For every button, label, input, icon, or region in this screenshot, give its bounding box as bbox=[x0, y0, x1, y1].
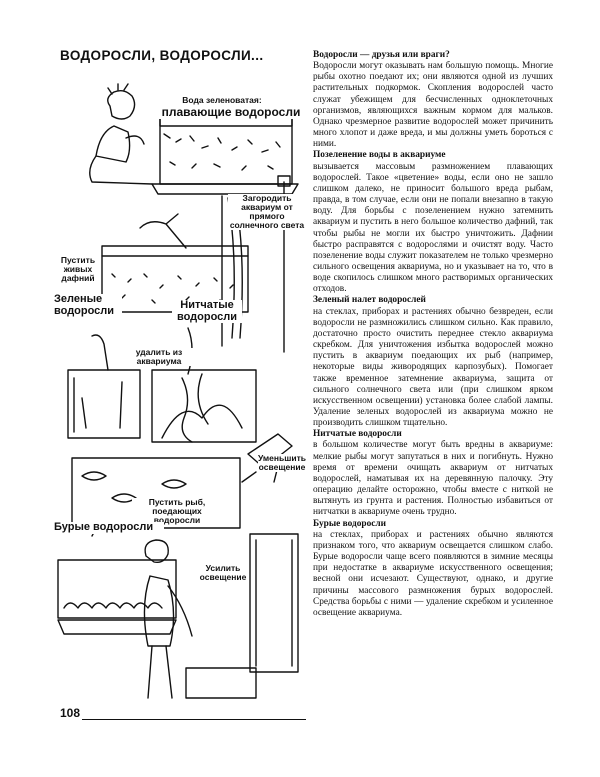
page-number: 108 bbox=[60, 706, 81, 720]
illustration-drawing bbox=[57, 83, 299, 699]
aquarium-algae-illustration: Вода зеленоватая: плавающие водоросли За… bbox=[52, 78, 307, 703]
daphnia-tank bbox=[101, 213, 249, 313]
caption-brown-algae: Бурые водоросли bbox=[54, 521, 164, 534]
article-column: Водоросли — друзья или враги? Водоросли … bbox=[313, 50, 553, 740]
lamp-window bbox=[185, 533, 299, 699]
article-heading: Водоросли — друзья или враги? bbox=[313, 50, 450, 60]
article-intro: Водоросли могут оказывать нам большую по… bbox=[313, 61, 553, 150]
caption-add-daphnia: Пустить живых дафний bbox=[56, 256, 100, 283]
green-algae-tank bbox=[67, 334, 141, 439]
section-heading-filamentous: Нитчатые водоросли bbox=[313, 429, 402, 440]
section-heading-green-water: Позеленение воды в аквариуме bbox=[313, 150, 446, 161]
section-heading-brown: Бурые водоросли bbox=[313, 518, 387, 529]
section-text-green-water: вызывается массовым размножением плавающ… bbox=[313, 161, 553, 295]
section-heading-green-film: Зеленый налет водорослей bbox=[313, 295, 426, 306]
green-water-tank bbox=[151, 117, 299, 195]
caption-green-algae: Зеленые водоросли bbox=[54, 293, 122, 318]
section-text-filamentous: в большом количестве могут быть вредны в… bbox=[313, 440, 553, 518]
section-text-green-film: на стеклах, приборах и растениях обычно … bbox=[313, 306, 553, 429]
filamentous-algae-tank bbox=[151, 327, 257, 443]
caption-add-algae-eating-fish: Пустить рыб, поедающих водоросли bbox=[132, 498, 222, 525]
brown-algae-tank bbox=[57, 559, 177, 635]
section-text-brown: на стеклах, приборах и растениях обычно … bbox=[313, 529, 553, 618]
page-title: ВОДОРОСЛИ, ВОДОРОСЛИ... bbox=[60, 48, 264, 63]
caption-shade-tank: Загородить аквариум от прямого солнечног… bbox=[228, 193, 306, 230]
caption-floating-algae: плавающие водоросли bbox=[156, 106, 306, 119]
caption-increase-light: Усилить освещение bbox=[198, 563, 248, 582]
caption-green-water: Вода зеленоватая: bbox=[170, 96, 274, 105]
boy-looking-at-tank bbox=[89, 83, 153, 185]
caption-remove-from-tank: удалить из аквариума bbox=[120, 348, 198, 366]
caption-reduce-light: Уменьшить освещение bbox=[258, 453, 306, 472]
caption-filamentous-algae: Нитчатые водоросли bbox=[172, 299, 242, 324]
boy-adding-light bbox=[143, 539, 193, 699]
footer-rule bbox=[82, 719, 306, 720]
